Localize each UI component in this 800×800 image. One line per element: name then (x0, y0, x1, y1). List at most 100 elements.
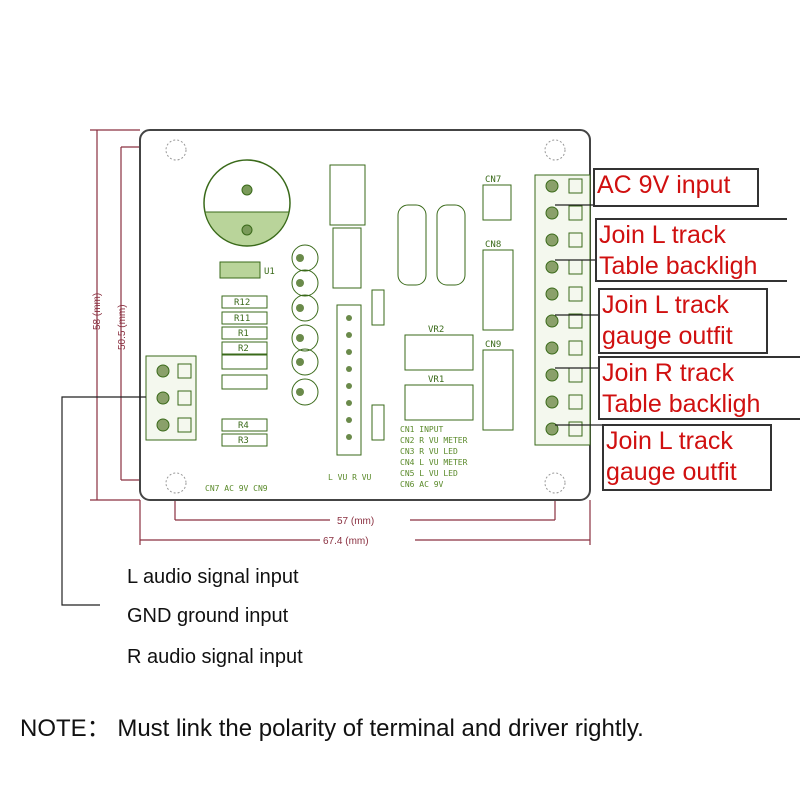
capacitor (221, 374, 268, 390)
resistor (221, 433, 268, 447)
silk-table-row: CN6 AC 9V (400, 480, 444, 489)
silk-table-row: CN1 INPUT (400, 425, 444, 434)
resistor (371, 289, 385, 326)
silk-table-row: CN5 L VU LED (400, 469, 458, 478)
dimension-lines (90, 129, 591, 545)
connector-cn8 (482, 249, 514, 331)
dim-67: 67.4 (mm) (323, 536, 369, 547)
pad (296, 254, 304, 262)
pad (296, 279, 304, 287)
terminal-slot (568, 178, 583, 194)
gnd-input-label: GND ground input (127, 605, 289, 627)
screw (156, 391, 170, 405)
label-line: Join L track (606, 427, 733, 455)
part-label-cn7: CN7 (485, 175, 501, 185)
label-line: Table backligh (599, 252, 758, 280)
dim-50: 50.5 (mm) (117, 304, 128, 350)
part-label-r2: R2 (238, 344, 249, 354)
part-label-vr2: VR2 (428, 325, 444, 335)
label-ac-9v-input: AC 9V input (593, 168, 759, 207)
silk-table: CN1 INPUT CN2 R VU METER CN3 R VU LED CN4 L… (400, 425, 468, 489)
dim-57: 57 (mm) (337, 516, 374, 527)
pad (346, 417, 352, 423)
leader-lines (61, 204, 604, 606)
silk-table-row: CN2 R VU METER (400, 436, 468, 445)
silk-bottom-left: CN7 AC 9V CN9 (205, 484, 268, 493)
terminal-screws (545, 178, 583, 437)
screw (545, 314, 559, 328)
label-l-track-gauge-2: Join L track gauge outfit (602, 424, 772, 491)
potentiometer-vr2 (404, 334, 474, 371)
label-line: Table backligh (602, 390, 761, 418)
screw (545, 233, 559, 247)
label-line: gauge outfit (602, 322, 733, 350)
capacitor-large (203, 159, 291, 247)
screw (156, 418, 170, 432)
resistor (371, 404, 385, 441)
silk-table-row: CN4 L VU METER (400, 458, 468, 467)
label-line: AC 9V input (597, 171, 731, 199)
part-label-r12: R12 (234, 298, 250, 308)
pad (346, 383, 352, 389)
electrolytic-capacitor (291, 269, 319, 297)
electrolytic-capacitor (291, 348, 319, 376)
l-audio-input-label: L audio signal input (127, 566, 299, 588)
label-line: gauge outfit (606, 458, 737, 486)
resistor (221, 326, 268, 340)
connector-cn7 (482, 184, 512, 221)
resistor (221, 295, 268, 309)
screw (545, 287, 559, 301)
screw (545, 179, 559, 193)
part-label-r1: R1 (238, 329, 249, 339)
part-label-cn8: CN8 (485, 240, 501, 250)
film-capacitor (397, 204, 427, 286)
terminal-slot (568, 421, 583, 437)
terminal-slot (568, 313, 583, 329)
pad (296, 304, 304, 312)
screw (545, 395, 559, 409)
terminal-slot (177, 363, 192, 379)
connector-cn9 (482, 349, 514, 431)
resistor (221, 341, 268, 355)
screw (545, 422, 559, 436)
pad (346, 400, 352, 406)
terminal-slot (177, 417, 192, 433)
electrolytic-capacitor (291, 378, 319, 406)
pad (346, 434, 352, 440)
regulator (219, 261, 261, 279)
dim-58: 58 (mm) (92, 293, 103, 330)
components (219, 244, 385, 447)
pad (346, 315, 352, 321)
header-strip (336, 304, 362, 456)
label-line: Join L track (599, 221, 726, 249)
label-line: Join R track (602, 359, 734, 387)
screw (156, 364, 170, 378)
header-strip (332, 227, 362, 289)
terminal-slot (568, 340, 583, 356)
electrolytic-capacitor (291, 324, 319, 352)
terminal-slot (568, 232, 583, 248)
pad (296, 388, 304, 396)
part-label-r3: R3 (238, 436, 249, 446)
pad (346, 349, 352, 355)
electrolytic-capacitor (291, 244, 319, 272)
resistor (221, 418, 268, 432)
potentiometer-vr1 (404, 384, 474, 421)
terminal-slot (568, 286, 583, 302)
pad (296, 358, 304, 366)
ic-chip (329, 164, 366, 226)
pad (346, 332, 352, 338)
part-label-vr1: VR1 (428, 375, 444, 385)
terminal-screws (156, 363, 192, 433)
terminal-slot (568, 394, 583, 410)
screw (545, 341, 559, 355)
silk-table-row: CN3 R VU LED (400, 447, 458, 456)
part-label-r11: R11 (234, 314, 250, 324)
note-text: NOTE： Must link the polarity of terminal… (20, 715, 644, 742)
capacitor (221, 354, 268, 370)
resistor (221, 311, 268, 325)
film-capacitor (436, 204, 466, 286)
